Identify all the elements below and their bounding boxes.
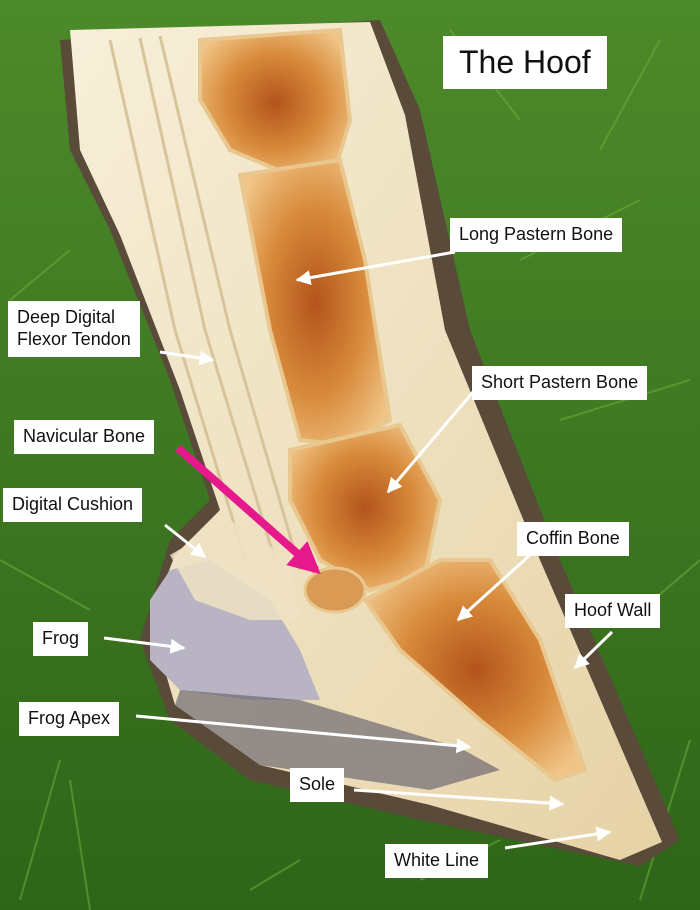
label-navicular-bone: Navicular Bone (14, 420, 155, 454)
pointer-navicular-bone (175, 445, 321, 575)
label-white-line: White Line (385, 844, 489, 878)
label-hoof-wall: Hoof Wall (565, 594, 661, 628)
label-long-pastern-bone: Long Pastern Bone (450, 218, 623, 252)
pointer-long-pastern (295, 250, 456, 286)
pointer-digital-cushion (164, 523, 207, 559)
pointer-coffin-bone (456, 553, 532, 622)
pointer-white-line (504, 826, 612, 850)
pointer-deep-digital-flexor (159, 350, 215, 366)
label-deep-digital-line2: Flexor Tendon (17, 328, 131, 349)
label-short-pastern-bone: Short Pastern Bone (472, 366, 648, 400)
pointer-frog (103, 636, 186, 654)
label-digital-cushion: Digital Cushion (3, 488, 143, 522)
coffin-bone-shape (362, 558, 588, 783)
pointer-short-pastern (386, 391, 475, 494)
diagram-title: The Hoof (443, 36, 607, 89)
label-deep-digital-flexor-tendon: Deep Digital Flexor Tendon (8, 301, 140, 357)
pointer-sole (353, 788, 565, 811)
pointer-frog-apex (135, 714, 472, 754)
pointer-lines (103, 250, 614, 850)
navicular-bone-shape (303, 566, 367, 614)
label-coffin-bone: Coffin Bone (517, 522, 629, 556)
sole-dark-band (175, 690, 500, 790)
label-frog: Frog (33, 622, 89, 656)
label-sole: Sole (290, 768, 345, 802)
label-deep-digital-line1: Deep Digital (17, 307, 116, 327)
label-frog-apex: Frog Apex (19, 702, 120, 736)
pointer-hoof-wall (573, 630, 614, 670)
